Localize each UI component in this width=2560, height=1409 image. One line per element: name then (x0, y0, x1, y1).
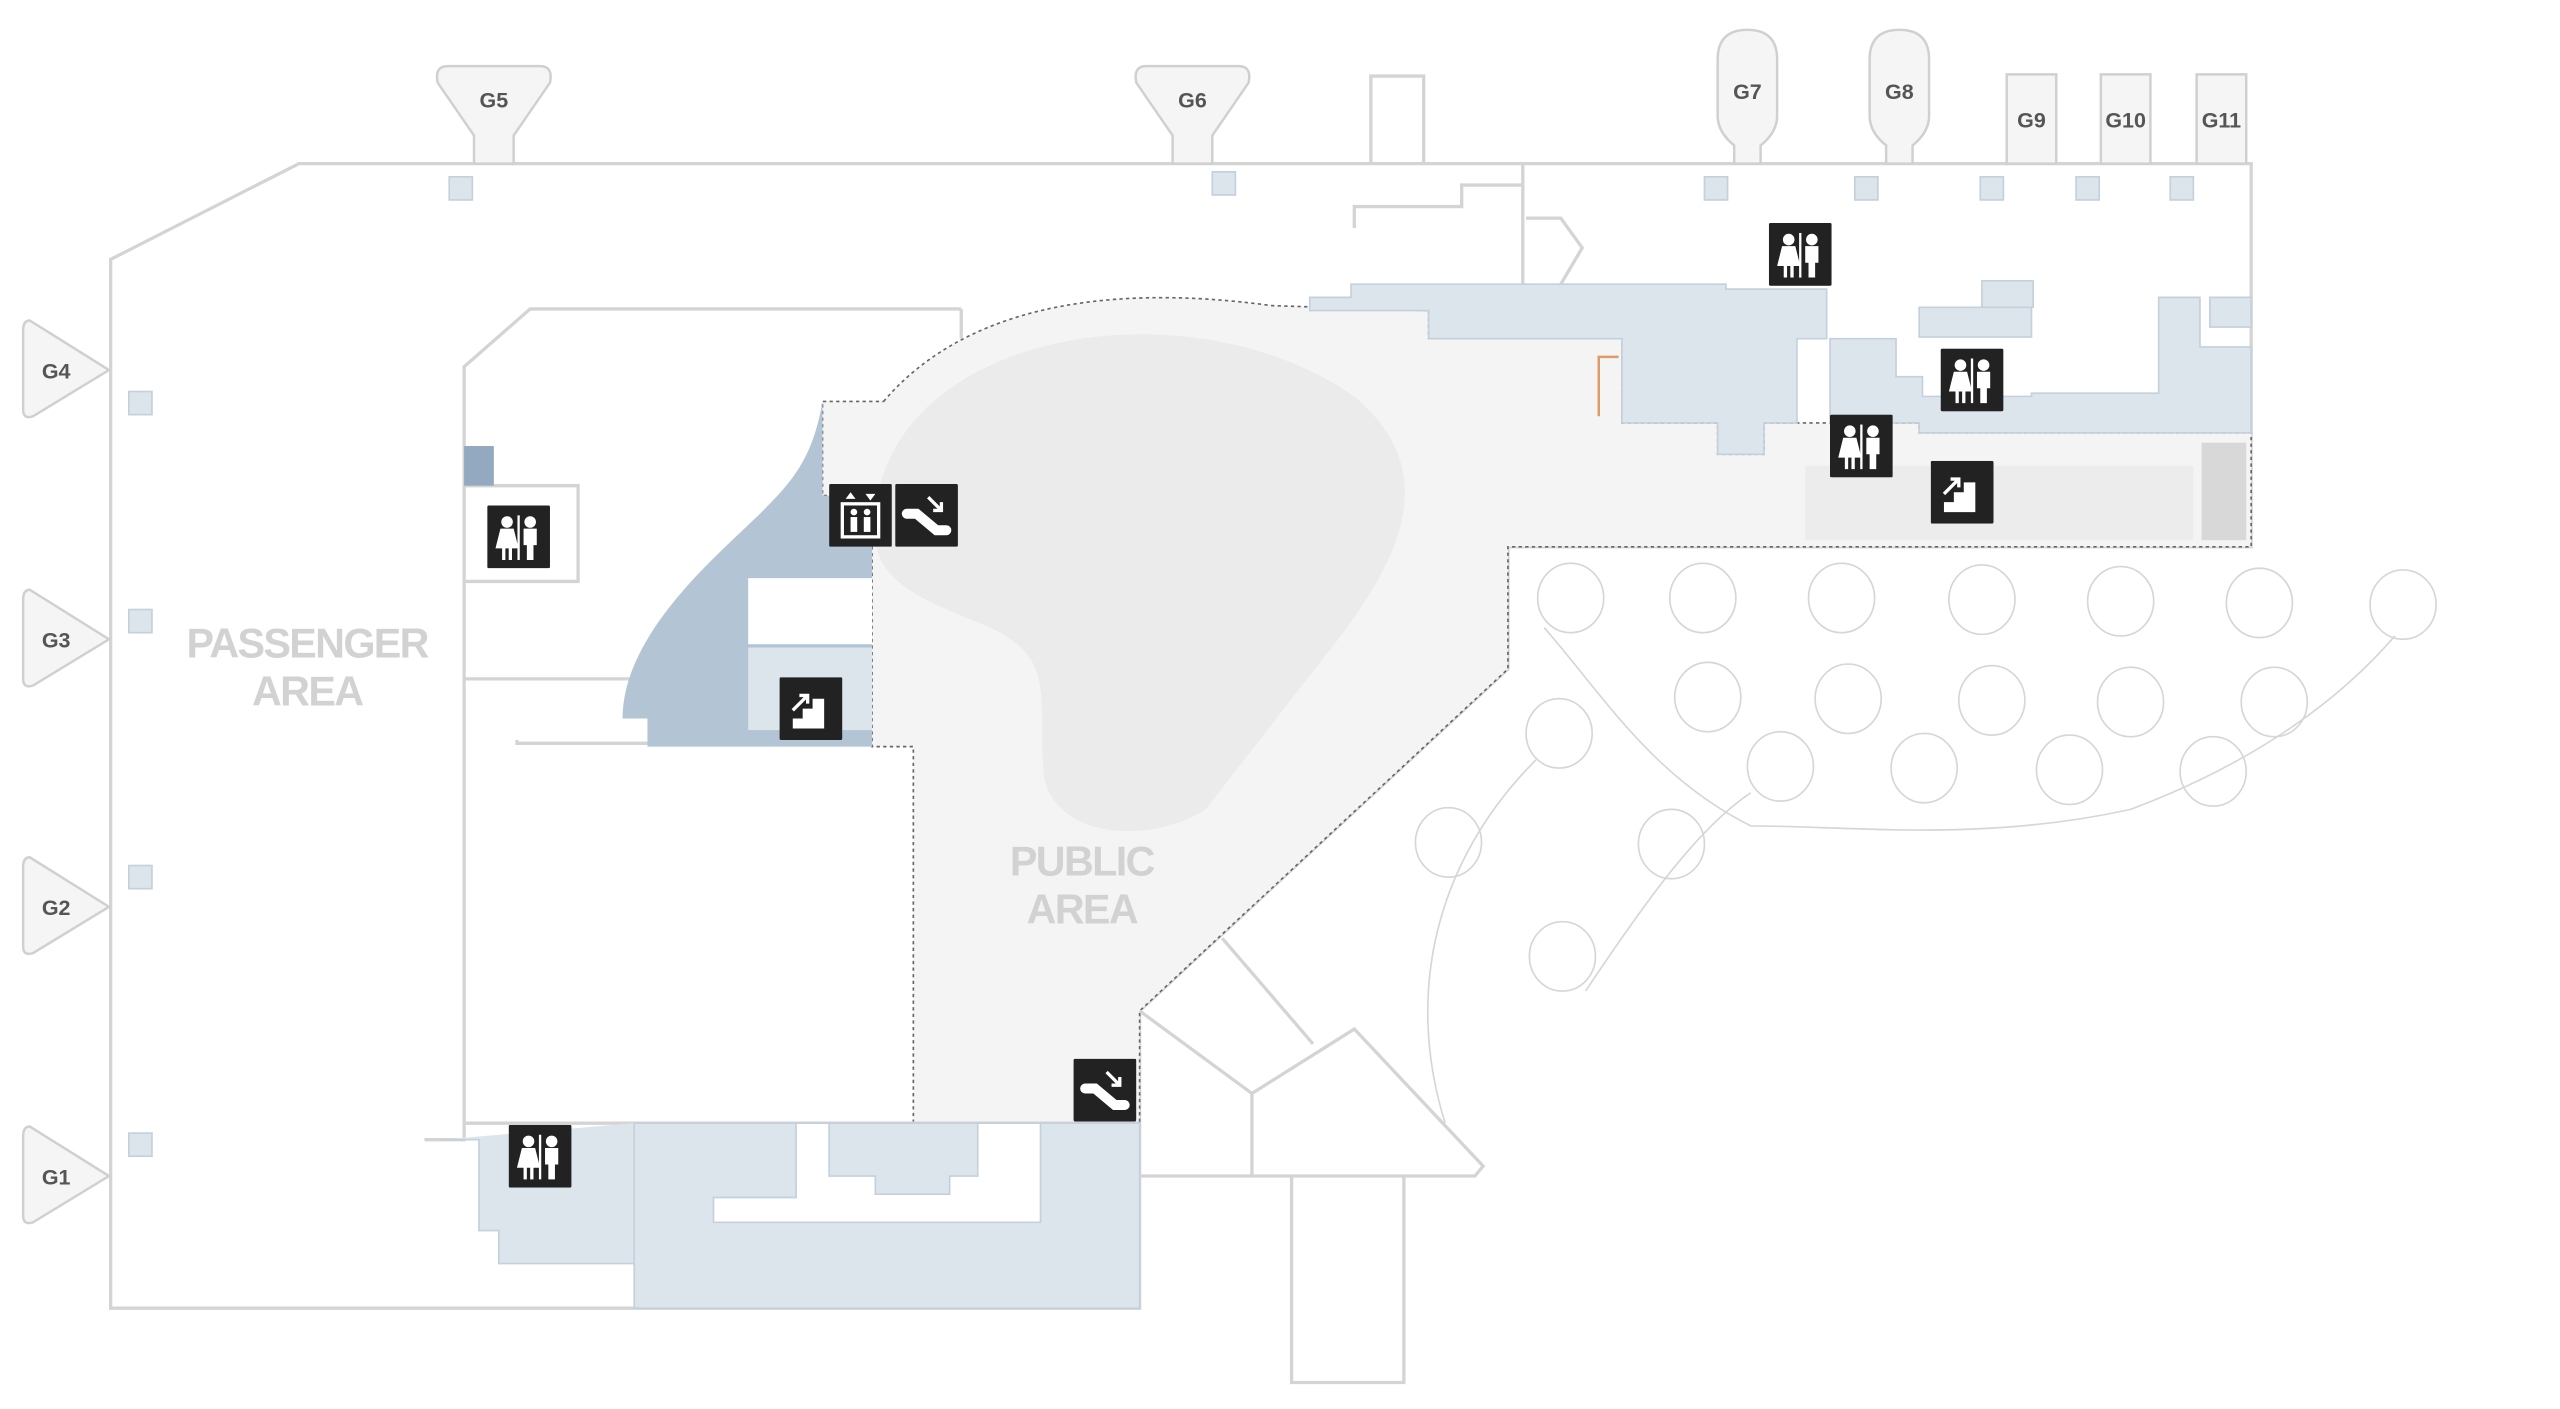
gate-shape (2005, 73, 2058, 165)
tree-circle (2369, 569, 2437, 641)
tree-circle (1746, 730, 1815, 802)
gate-shape (2099, 73, 2152, 165)
gate-shape (21, 588, 112, 688)
orange-marker (1597, 355, 1619, 417)
service-room (712, 1122, 1042, 1224)
tree-circle (2225, 567, 2294, 639)
gate-g10[interactable]: G10 (2099, 73, 2152, 165)
tree-circle (1525, 697, 1593, 769)
tree-circle (2240, 666, 2309, 738)
gate-label: G10 (2105, 108, 2146, 132)
public-area-zone (1805, 465, 2194, 541)
tree-circle (1948, 564, 2016, 636)
gate-marker (1979, 175, 2005, 201)
public-area-zone (2201, 442, 2247, 541)
tree-circle (1814, 663, 1883, 735)
public-area-label-line2: AREA (1027, 886, 1138, 932)
tree-circle (2096, 666, 2165, 738)
gate-label: G1 (42, 1165, 71, 1189)
gate-label: G5 (480, 88, 509, 112)
gate-marker (1853, 175, 1879, 201)
gate-label: G2 (42, 896, 71, 920)
tree-circle (1890, 732, 1958, 804)
gate-shape (1716, 28, 1779, 165)
gate-g11[interactable]: G11 (2195, 73, 2248, 165)
entrance-structure (1138, 937, 1486, 1385)
escalator-down-icon[interactable] (1074, 1059, 1137, 1122)
gate-shape (2195, 73, 2248, 165)
restroom-icon[interactable] (1940, 348, 2004, 412)
gate-marker (1211, 171, 1237, 196)
gate-shape (21, 1125, 112, 1225)
gate-label: G8 (1885, 80, 1914, 104)
tree-circle (1414, 806, 1483, 878)
tree-circle (1528, 920, 1597, 992)
gate-g2[interactable]: G2 (21, 856, 112, 956)
gate-shape (1868, 28, 1931, 165)
gate-label: G3 (42, 629, 71, 653)
outdoor-landscape (1414, 562, 2437, 1124)
gate-g3[interactable]: G3 (21, 588, 112, 688)
gate-label: G11 (2202, 108, 2241, 132)
escalator-down-icon[interactable] (895, 484, 958, 547)
public-area-label-line1: PUBLIC (1010, 838, 1155, 884)
gate-marker (1703, 175, 1729, 201)
gate-marker (448, 175, 474, 201)
gate-g6[interactable]: G6 (1134, 64, 1251, 165)
gate-shape (21, 319, 112, 419)
tree-circle (1957, 664, 2026, 736)
public-area-blob (874, 334, 1405, 832)
interior-wall (424, 307, 1140, 1142)
gate-label: G4 (42, 359, 71, 383)
tree-circle (2086, 565, 2155, 637)
restroom-icon[interactable] (1768, 223, 1832, 286)
gate-g1[interactable]: G1 (21, 1125, 112, 1225)
gate-label: G9 (2017, 108, 2046, 132)
gate-g9[interactable]: G9 (2005, 73, 2058, 165)
gate-shape (435, 64, 552, 165)
gate-marker (2075, 175, 2101, 201)
tree-circle (2035, 734, 2104, 806)
gate-marker (127, 1132, 153, 1158)
gate-marker (127, 864, 153, 890)
interior-wall (1352, 74, 1585, 286)
gate-label: G6 (1178, 88, 1207, 112)
stairs-up-icon[interactable] (1930, 460, 1994, 524)
tree-circle (1536, 562, 1605, 634)
tree-circle (2179, 735, 2248, 807)
elevator-icon[interactable] (829, 484, 892, 547)
restroom-icon[interactable] (487, 505, 550, 569)
gate-marker (127, 390, 153, 416)
passenger-area-label-line1: PASSENGER (187, 620, 429, 666)
stairs-up-icon[interactable] (779, 677, 843, 741)
tree-circle (1637, 808, 1706, 880)
service-zone-dark (464, 446, 494, 486)
tree-circle (1673, 661, 1742, 733)
service-zone-room (748, 578, 873, 645)
tree-circle (1807, 562, 1876, 634)
restroom-icon[interactable] (1829, 414, 1893, 478)
gate-shape (1134, 64, 1251, 165)
gate-g4[interactable]: G4 (21, 319, 112, 419)
tree-circle (1668, 562, 1737, 634)
passenger-area-label-line2: AREA (252, 668, 363, 714)
gate-marker (127, 608, 153, 634)
gate-label: G7 (1733, 80, 1762, 104)
gate-shape (21, 856, 112, 956)
service-zone (1308, 280, 2252, 456)
gate-g5[interactable]: G5 (435, 64, 552, 165)
restroom-icon[interactable] (508, 1124, 572, 1188)
gate-g8[interactable]: G8 (1868, 28, 1931, 165)
gate-marker (2169, 175, 2195, 201)
gate-g7[interactable]: G7 (1716, 28, 1779, 165)
